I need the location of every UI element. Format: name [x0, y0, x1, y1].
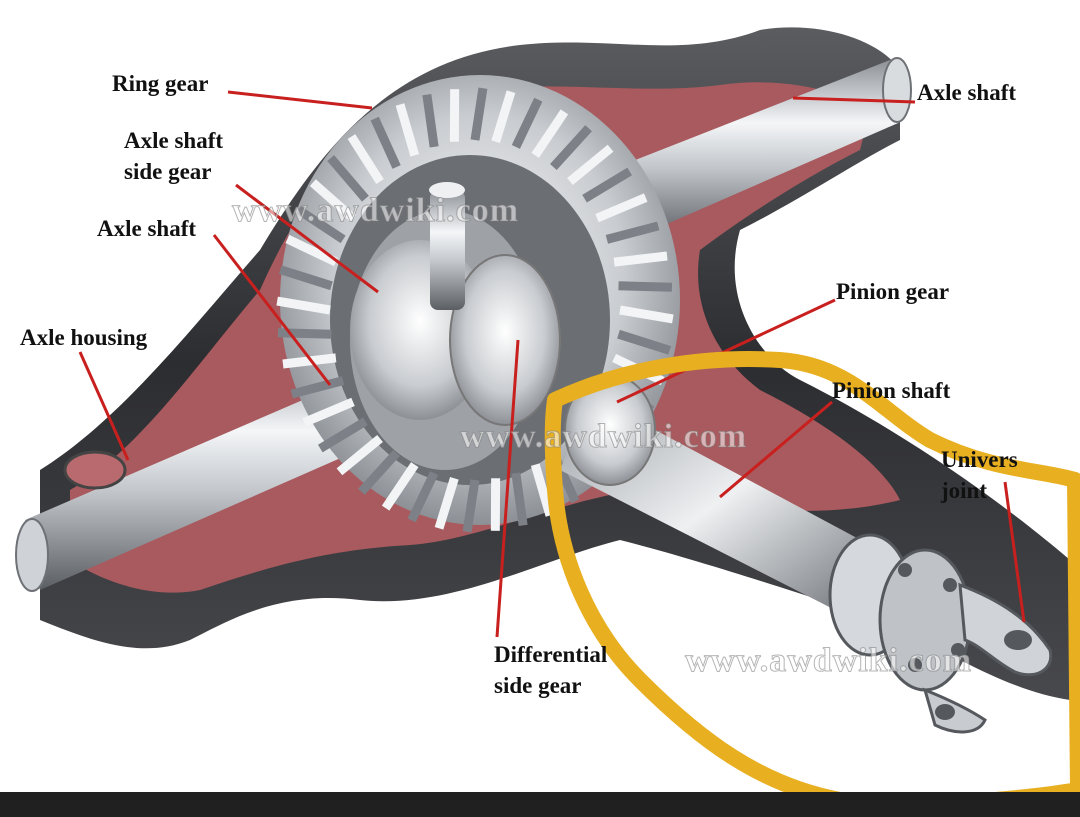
differential-carrier	[350, 182, 561, 470]
label-pinion-shaft: Pinion shaft	[832, 378, 951, 403]
ring-gear-tooth	[605, 221, 660, 244]
ring-gear-tooth	[531, 109, 569, 158]
leader-pinion-gear	[616, 298, 836, 404]
ring-gear-tooth	[282, 353, 337, 369]
ring-gear-tooth	[511, 97, 543, 149]
universal-joint	[828, 533, 1053, 734]
label-axle-housing: Axle housing	[20, 325, 148, 350]
ring-gear-tooth	[295, 206, 346, 244]
ring-gear-tooth	[434, 476, 459, 530]
leader-axle-shaft-right	[792, 96, 916, 104]
ring-gear-tooth	[491, 90, 516, 144]
watermark: www.awdwiki.com	[684, 642, 973, 680]
ring-gear-tooth	[278, 265, 333, 291]
ring-gear-tooth	[619, 305, 674, 324]
ring-gear-tooth	[617, 329, 672, 355]
ring-gear-tooth	[347, 134, 384, 184]
ring-gear-tooth	[277, 328, 332, 339]
label-line: side gear	[124, 159, 212, 184]
ring-gear-tooth	[511, 472, 528, 526]
label-pinion-gear: Pinion gear	[836, 279, 950, 304]
ring-gear-tooth	[302, 397, 355, 427]
label-axle-shaft-right: Axle shaft	[917, 80, 1017, 105]
ring-gear-tooth	[290, 376, 345, 399]
ring-gear-tooth	[530, 463, 555, 517]
ring-gear-tooth	[309, 179, 356, 222]
leader-ring-gear	[227, 90, 373, 110]
ring-gear-tooth	[567, 144, 614, 185]
ring-gear-tooth	[407, 471, 439, 523]
ring-gear-tooth	[582, 167, 633, 203]
label-universal-joint: Univers joint	[941, 444, 1018, 506]
leader-universal-joint	[1003, 481, 1026, 623]
label-line: Axle shaft	[124, 128, 224, 153]
ring-gear-tooth	[327, 155, 369, 202]
ring-gear-tooth	[381, 462, 419, 511]
leader-differential-side-gear	[495, 339, 520, 638]
bottom-bar	[0, 792, 1080, 817]
axle-housing-tube-end	[63, 450, 127, 490]
leader-axle-shaft-side-gear	[235, 183, 379, 294]
leader-pinion-shaft	[719, 400, 833, 499]
label-ring-gear: Ring gear	[112, 71, 209, 96]
ring-gear-tooth	[358, 449, 400, 495]
label-differential-side-gear: Differential side gear	[494, 639, 607, 701]
label-line: joint	[941, 478, 987, 503]
watermark: www.awdwiki.com	[231, 192, 520, 230]
ring-gear-tooth	[317, 417, 368, 453]
ring-gear-tooth	[395, 103, 420, 157]
ring-gear-tooth	[422, 94, 439, 148]
ring-gear-tooth	[285, 234, 338, 267]
leader-axle-shaft-left	[212, 234, 332, 386]
label-line: Differential	[494, 642, 608, 667]
pinion-assembly	[560, 374, 870, 615]
label-line: Univers	[941, 447, 1018, 472]
leader-lines	[78, 90, 1026, 638]
label-axle-shaft-side-gear: Axle shaft side gear	[124, 125, 223, 187]
leader-axle-housing	[78, 351, 130, 461]
right-axle-shaft	[610, 57, 912, 240]
watermark: www.awdwiki.com	[459, 418, 748, 456]
ring-gear-tooth	[336, 435, 383, 476]
ring-gear-tooth	[550, 125, 592, 171]
label-axle-shaft-left: Axle shaft	[97, 216, 197, 241]
ring-gear-tooth	[470, 87, 488, 141]
ring-gear-tooth	[618, 281, 673, 292]
ring-gear-tooth	[595, 193, 648, 223]
ring-gear-tooth	[276, 296, 331, 315]
ring-gear-tooth	[613, 251, 668, 267]
label-line: side gear	[494, 673, 582, 698]
ring-gear-tooth	[370, 116, 401, 169]
ring-gear-tooth	[462, 479, 480, 533]
